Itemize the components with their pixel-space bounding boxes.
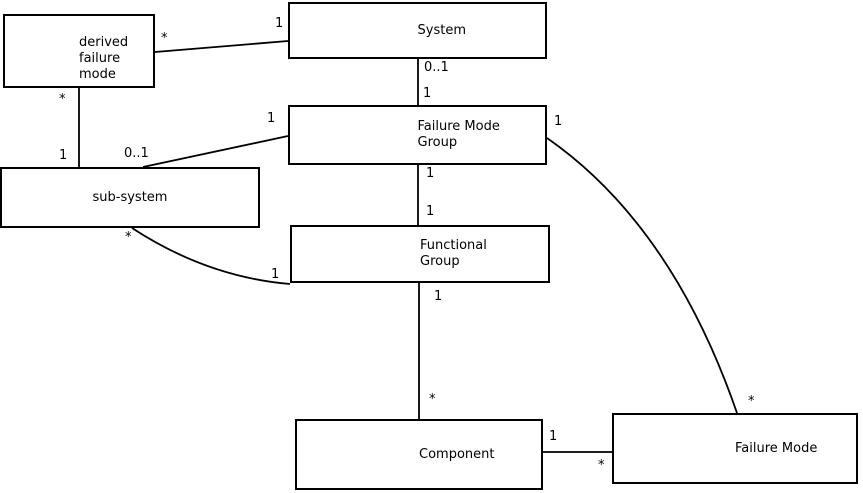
node-derived-failure-mode: derived failure mode bbox=[3, 14, 155, 88]
node-sub-system-label: sub-system bbox=[92, 189, 168, 205]
node-system: System bbox=[288, 2, 547, 59]
node-derived-failure-mode-label: derived failure mode bbox=[79, 35, 129, 83]
multiplicity-failuremode-side-component-link: * bbox=[598, 458, 605, 473]
multiplicity-subsystem-side-fmg-link: 0..1 bbox=[124, 146, 149, 161]
multiplicity-subsystem-side-functional-link: * bbox=[125, 230, 132, 245]
multiplicity-component-side-failuremode-link: 1 bbox=[549, 429, 558, 444]
multiplicity-system-side-derived-link: 1 bbox=[275, 16, 284, 31]
multiplicity-fmg-side-failuremode-link: 1 bbox=[554, 114, 563, 129]
node-system-label: System bbox=[417, 22, 466, 38]
multiplicity-fmg-side-subsystem-link: 1 bbox=[267, 111, 276, 126]
node-component: Component bbox=[295, 419, 543, 490]
multiplicity-failuremode-side-fmg-link: * bbox=[748, 394, 755, 409]
multiplicity-functional-side-component-link: 1 bbox=[434, 289, 443, 304]
multiplicity-derived-side-subsystem-link: * bbox=[59, 92, 66, 107]
node-functional-group-label: Functional Group bbox=[420, 238, 487, 269]
multiplicity-system-side-fmg-link: 0..1 bbox=[424, 60, 449, 75]
edge-failure-mode-group-failure-mode bbox=[546, 137, 738, 414]
node-failure-mode: Failure Mode bbox=[612, 413, 858, 484]
multiplicity-component-side-functional-link: * bbox=[429, 392, 436, 407]
multiplicity-functional-side-fmg-link: 1 bbox=[426, 204, 435, 219]
node-functional-group: Functional Group bbox=[290, 225, 550, 283]
node-failure-mode-label: Failure Mode bbox=[735, 440, 818, 456]
node-component-label: Component bbox=[419, 446, 495, 462]
multiplicity-fmg-side-system-link: 1 bbox=[423, 86, 432, 101]
node-sub-system: sub-system bbox=[0, 167, 260, 228]
node-failure-mode-group: Failure Mode Group bbox=[288, 105, 547, 165]
multiplicity-fmg-side-functional-link: 1 bbox=[426, 166, 435, 181]
node-failure-mode-group-label: Failure Mode Group bbox=[417, 119, 500, 150]
edge-sub-system-failure-mode-group bbox=[142, 135, 289, 168]
edge-sub-system-functional-group bbox=[131, 227, 291, 285]
edge-system-derived-failure-mode bbox=[154, 40, 289, 53]
multiplicity-derived-side-system-link: * bbox=[161, 31, 168, 46]
multiplicity-functional-side-subsystem-link: 1 bbox=[271, 267, 280, 282]
multiplicity-subsystem-side-derived-link: 1 bbox=[59, 148, 68, 163]
